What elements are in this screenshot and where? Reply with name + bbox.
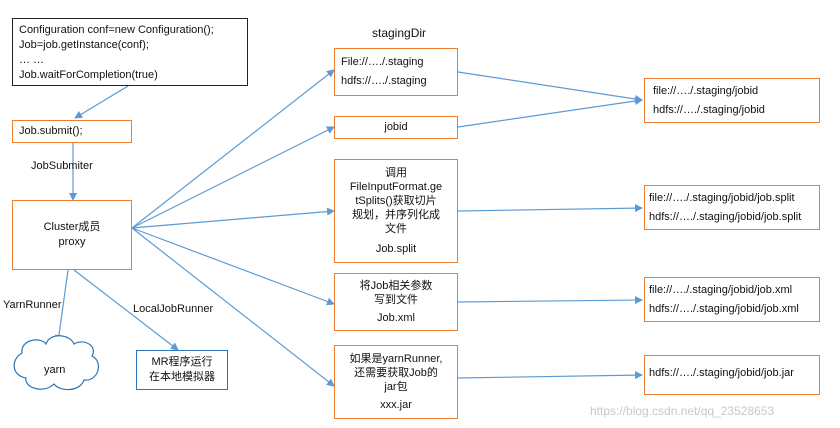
result-jar-box: hdfs://…./.staging/jobid/job.jar bbox=[644, 355, 820, 395]
code-line-2: Job=job.getInstance(conf); bbox=[19, 39, 149, 51]
split-line-5: 文件 bbox=[385, 223, 407, 235]
submit-label: Job.submit(); bbox=[19, 125, 83, 137]
result-jobid-box: file://…./.staging/jobid hdfs://…./.stag… bbox=[644, 78, 820, 123]
staging-line-2: hdfs://…./.staging bbox=[341, 75, 427, 87]
arrow-cluster-to-local bbox=[73, 269, 179, 351]
result-jobid-line-1: file://…./.staging/jobid bbox=[653, 85, 759, 97]
jar-box: 如果是yarnRunner, 还需要获取Job的 jar包 xxx.jar bbox=[334, 345, 458, 419]
result-split-box: file://…./.staging/jobid/job.split hdfs:… bbox=[644, 185, 820, 230]
xml-box: 将Job相关参数 写到文件 Job.xml bbox=[334, 273, 458, 331]
cluster-line-2: proxy bbox=[58, 236, 86, 248]
split-line-2: FileInputFormat.ge bbox=[349, 181, 443, 193]
staging-line-1: File://…./.staging bbox=[341, 56, 424, 68]
split-line-3: tSplits()获取切片 bbox=[355, 195, 437, 207]
jobid-label: jobid bbox=[384, 121, 408, 133]
result-xml-line-1: file://…./.staging/jobid/job.xml bbox=[649, 284, 793, 296]
xml-line-2: 写到文件 bbox=[374, 294, 418, 306]
jobid-box: jobid bbox=[334, 116, 458, 139]
code-line-4: Job.waitForCompletion(true) bbox=[19, 69, 158, 81]
split-line-4: 规划，并序列化成 bbox=[352, 209, 440, 221]
result-jobid-line-2: hdfs://…./.staging/jobid bbox=[653, 104, 765, 116]
code-line-1: Configuration conf=new Configuration(); bbox=[19, 24, 214, 36]
local-line-2: 在本地模拟器 bbox=[149, 371, 215, 383]
code-line-3: … … bbox=[19, 54, 45, 66]
result-xml-line-2: hdfs://…./.staging/jobid/job.xml bbox=[649, 303, 799, 315]
arrow-staging-to-result bbox=[457, 71, 643, 103]
xml-line-1: 将Job相关参数 bbox=[359, 280, 433, 292]
xml-file-label: Job.xml bbox=[377, 312, 415, 324]
result-split-line-1: file://…./.staging/jobid/job.split bbox=[649, 192, 795, 204]
yarn-label: yarn bbox=[44, 364, 66, 376]
split-box: 调用 FileInputFormat.ge tSplits()获取切片 规划，并… bbox=[334, 159, 458, 263]
job-submitter-label: JobSubmiter bbox=[31, 160, 93, 172]
arrow-jar-to-result bbox=[457, 371, 643, 380]
jar-line-3: jar包 bbox=[384, 381, 408, 393]
staging-box: File://…./.staging hdfs://…./.staging bbox=[334, 48, 458, 96]
arrow-cluster-to-xml bbox=[131, 227, 335, 306]
arrow-cluster-to-jobid bbox=[131, 126, 335, 229]
jar-line-2: 还需要获取Job的 bbox=[354, 367, 438, 379]
yarn-cloud-shape bbox=[13, 335, 100, 391]
local-runner-box: MR程序运行 在本地模拟器 bbox=[136, 350, 228, 390]
result-xml-box: file://…./.staging/jobid/job.xml hdfs://… bbox=[644, 277, 820, 322]
local-line-1: MR程序运行 bbox=[151, 356, 213, 368]
arrow-cluster-to-jar bbox=[131, 227, 335, 387]
staging-dir-label: stagingDir bbox=[372, 26, 427, 40]
arrow-jobid-to-result bbox=[457, 97, 643, 128]
jar-file-label: xxx.jar bbox=[380, 399, 412, 411]
arrow-xml-to-result bbox=[457, 296, 643, 305]
arrow-cluster-to-staging bbox=[131, 69, 335, 229]
result-jar-line-1: hdfs://…./.staging/jobid/job.jar bbox=[649, 367, 794, 379]
arrow-cluster-to-split bbox=[131, 207, 335, 229]
local-job-runner-label: LocalJobRunner bbox=[133, 303, 214, 315]
yarn-runner-label: YarnRunner bbox=[3, 299, 62, 311]
arrow-code-to-submit bbox=[74, 85, 129, 119]
watermark: https://blog.csdn.net/qq_23528653 bbox=[590, 404, 775, 418]
submit-box: Job.submit(); bbox=[12, 120, 132, 143]
code-box: Configuration conf=new Configuration(); … bbox=[12, 18, 248, 86]
result-split-line-2: hdfs://…./.staging/jobid/job.split bbox=[649, 211, 802, 223]
arrow-cluster-to-yarn bbox=[55, 269, 69, 343]
split-line-1: 调用 bbox=[385, 167, 407, 179]
jar-line-1: 如果是yarnRunner, bbox=[349, 353, 443, 365]
cluster-box: Cluster成员 proxy bbox=[12, 200, 132, 270]
split-file-label: Job.split bbox=[375, 243, 417, 255]
arrow-split-to-result bbox=[457, 204, 643, 213]
cluster-line-1: Cluster成员 bbox=[43, 221, 101, 233]
